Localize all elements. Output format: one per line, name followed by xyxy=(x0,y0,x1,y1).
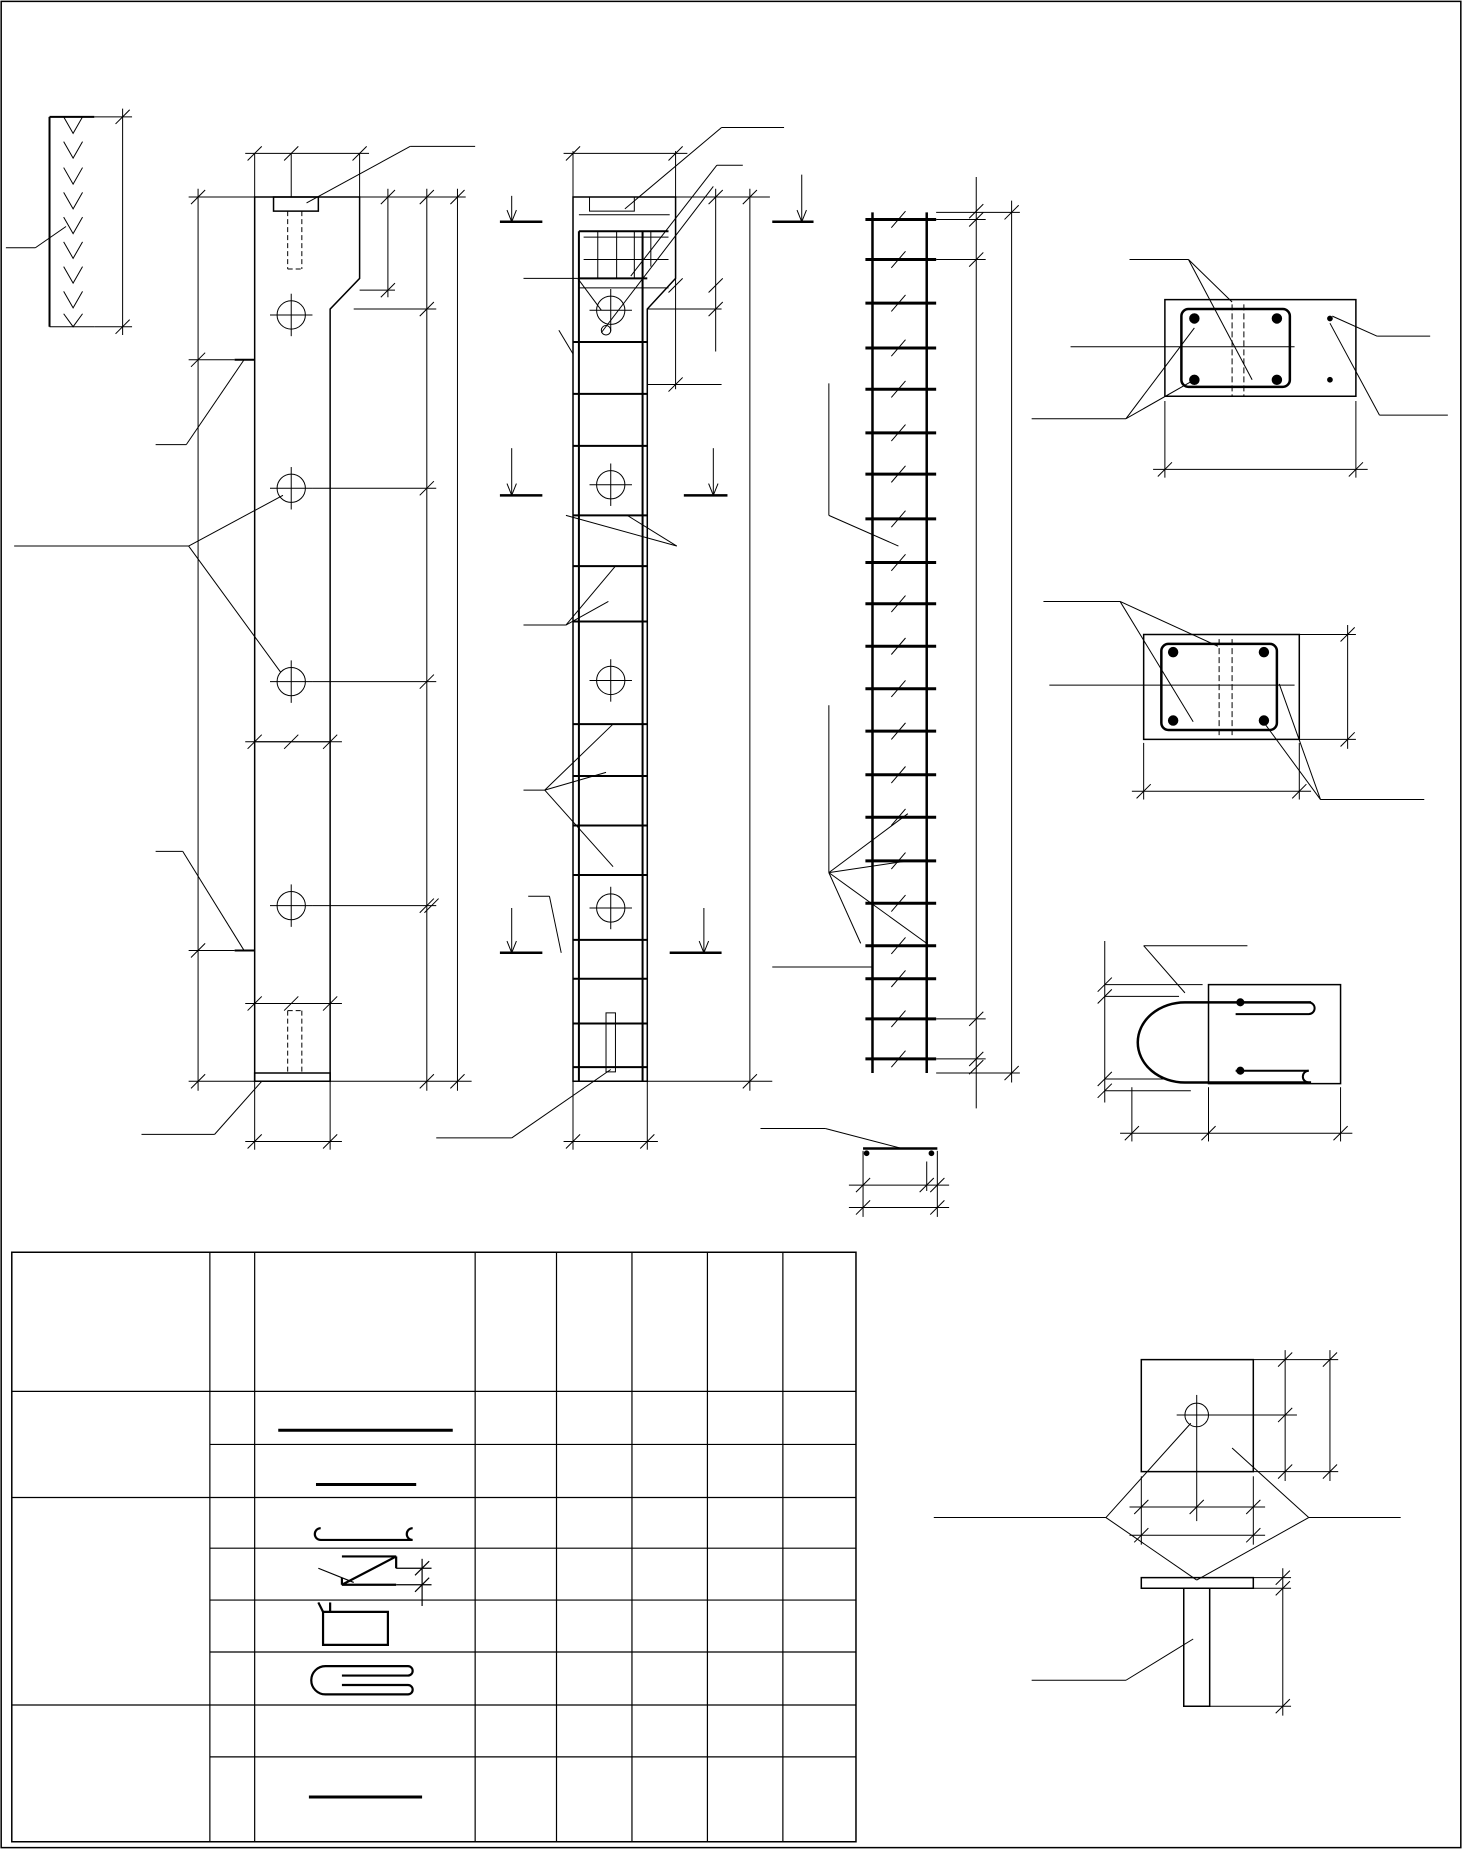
rebar-cage-elevation xyxy=(772,177,1020,1108)
section-middle xyxy=(1043,601,1424,799)
hook-detail xyxy=(1098,941,1353,1141)
weld-detail xyxy=(6,109,132,335)
section-top xyxy=(1032,260,1448,478)
reinforcement-elevation xyxy=(436,127,813,1149)
rebar-schedule-table xyxy=(12,1252,856,1842)
small-bar-detail xyxy=(760,1128,949,1216)
column-elevation xyxy=(14,146,475,1149)
embedded-plate-detail xyxy=(934,1350,1401,1716)
